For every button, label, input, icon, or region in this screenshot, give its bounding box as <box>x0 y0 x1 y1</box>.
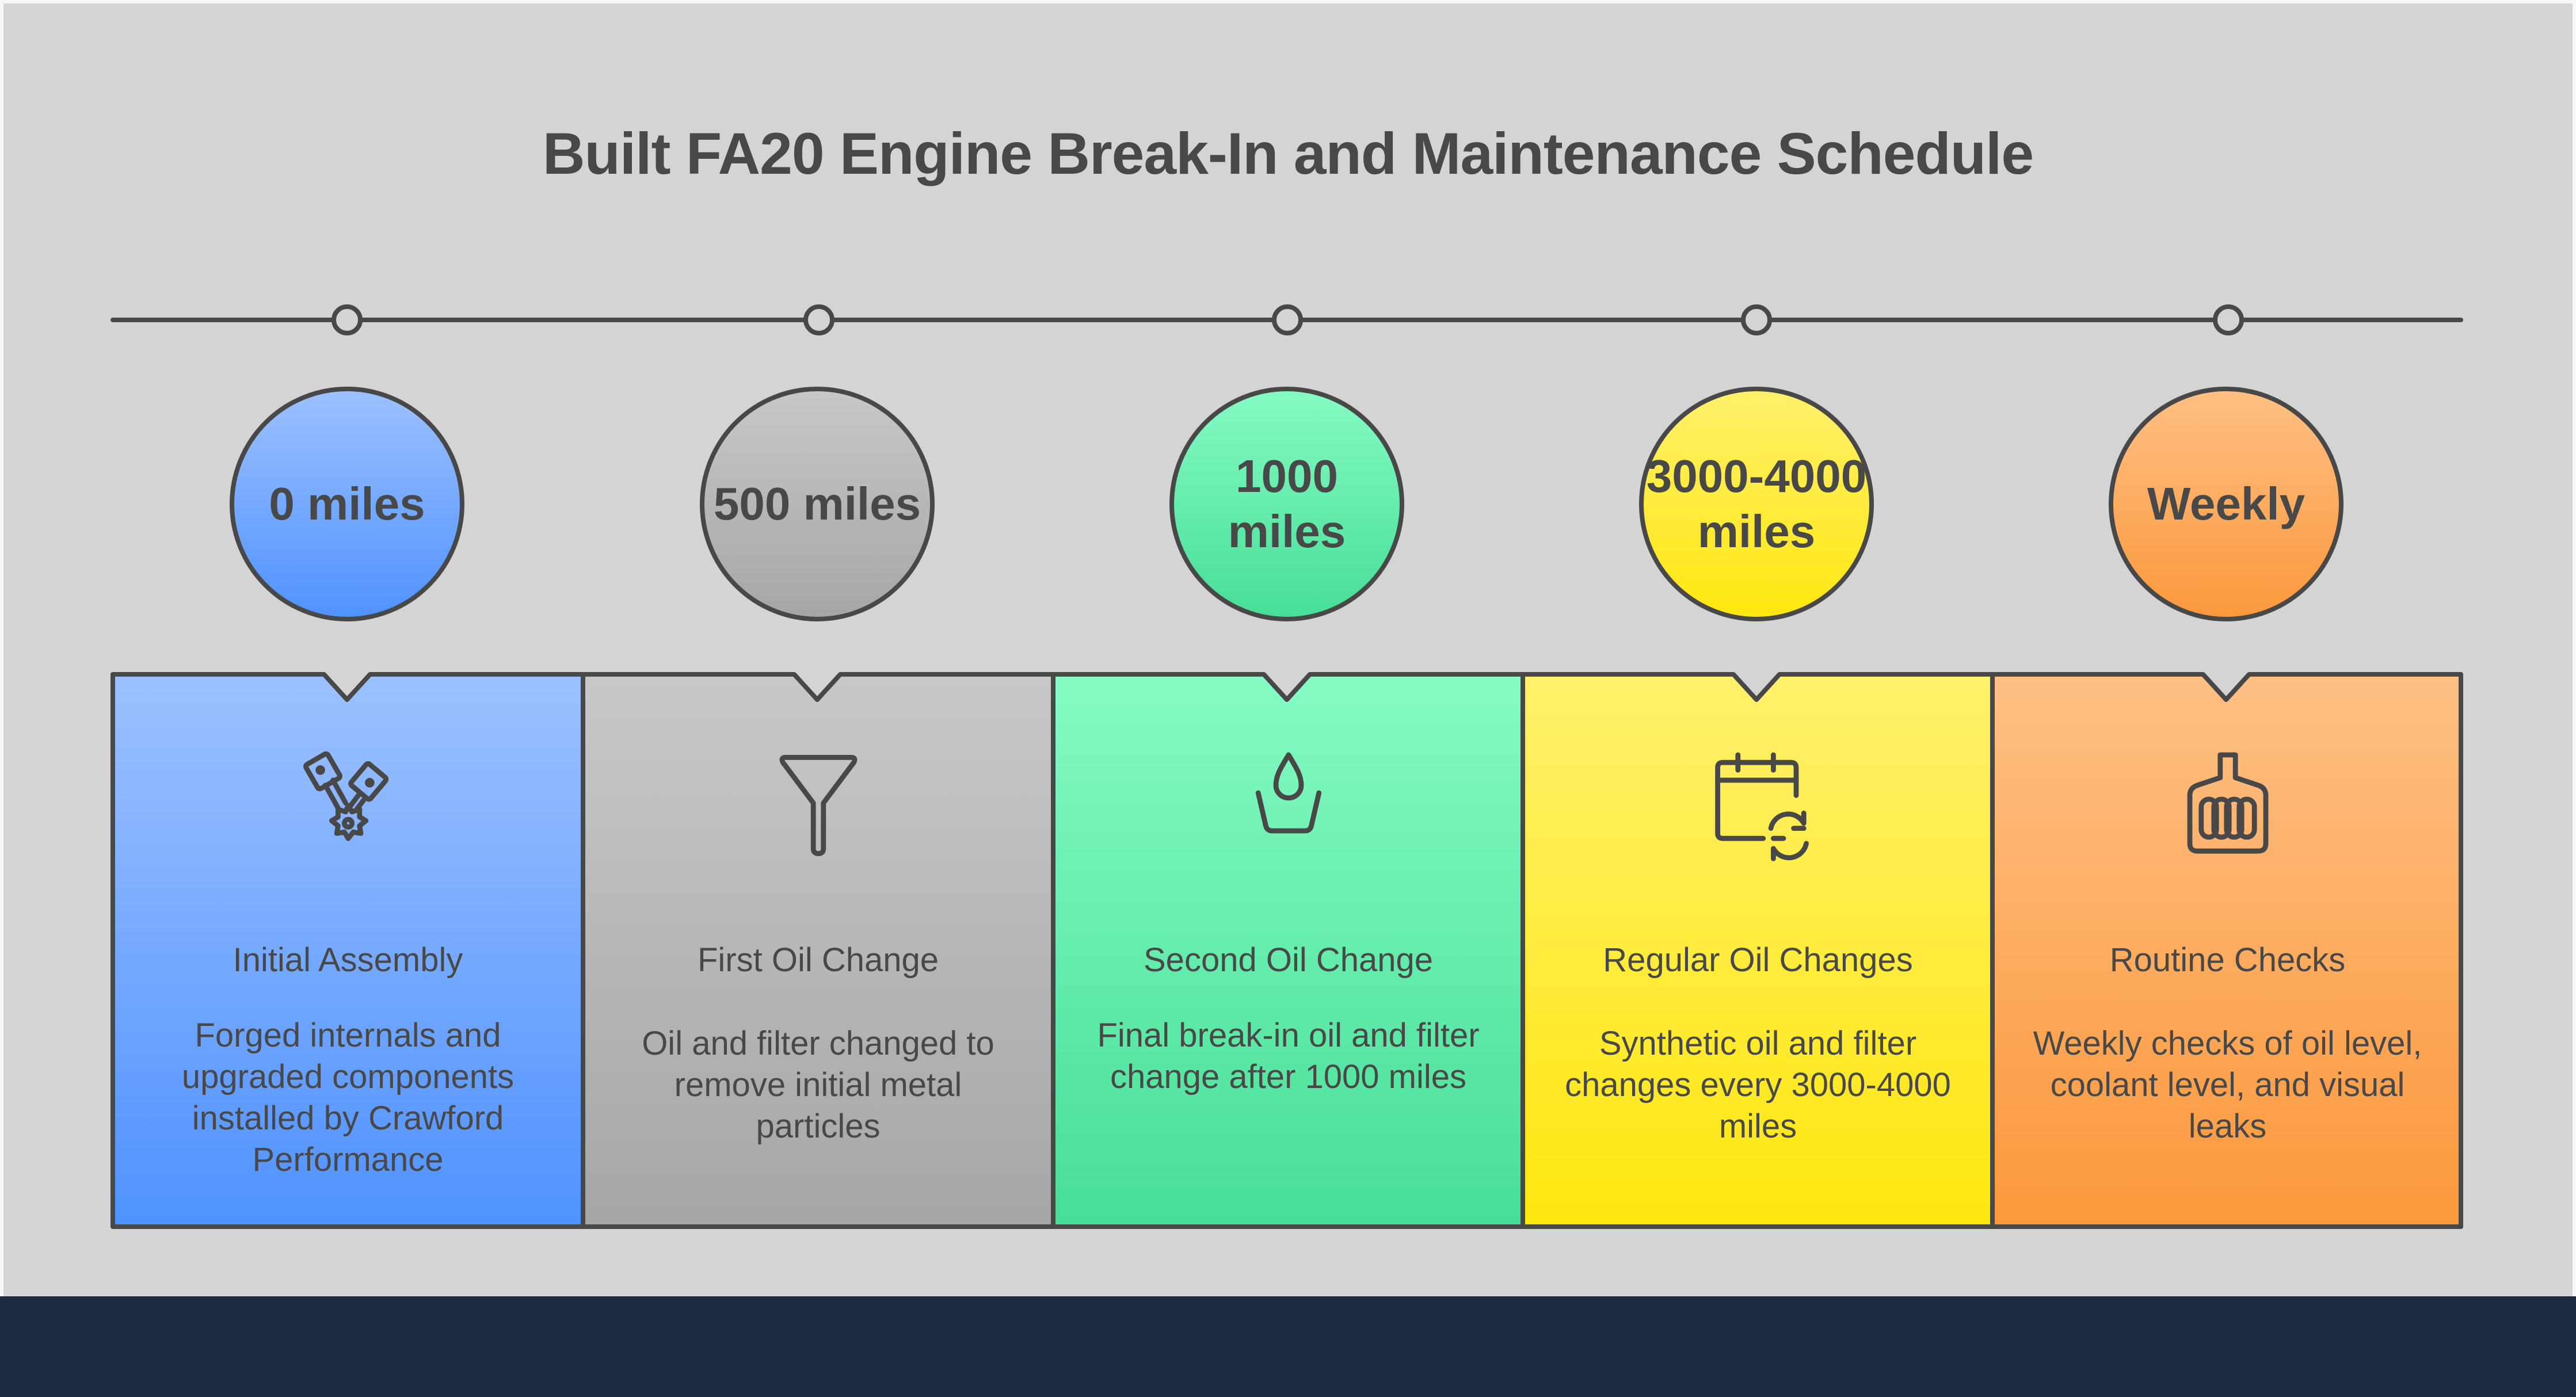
card-title: Regular Oil Changes <box>1603 941 1913 979</box>
card-title: Initial Assembly <box>233 941 463 979</box>
milestone-label: 500 miles <box>713 478 921 529</box>
card-title: Routine Checks <box>2109 941 2346 979</box>
milestone-circle-500-miles <box>700 387 935 621</box>
card-description: Synthetic oil and filter changes every 3… <box>1565 1025 1951 1145</box>
card-initial-assembly <box>110 672 585 1229</box>
milestone-label: 3000-4000 miles <box>1646 451 1867 557</box>
timeline-dots <box>331 304 2244 335</box>
card-regular-oil-changes <box>1521 672 1995 1229</box>
card-routine-checks <box>1990 672 2463 1229</box>
card-content-regular-oil-changes: Regular Oil Changes Synthetic oil and fi… <box>1523 742 1993 1226</box>
funnel-icon <box>779 755 857 856</box>
card-first-oil-change <box>581 672 1055 1229</box>
footer-bar <box>0 1296 2576 1397</box>
milestone-circle-1000-miles <box>1169 387 1404 621</box>
milestone-circle-3000-4000-miles <box>1639 387 1874 621</box>
card-description: Oil and filter changed to remove initial… <box>642 1025 994 1145</box>
radiator-icon <box>2187 752 2268 854</box>
card-second-oil-change <box>1051 672 1525 1229</box>
diagram-title: Built FA20 Engine Break-In and Maintenan… <box>542 121 2034 186</box>
milestone-circle-weekly <box>2109 387 2343 621</box>
timeline-dot <box>1741 304 1772 335</box>
timeline-dot <box>803 304 834 335</box>
card-content-initial-assembly: Initial Assembly Forged internals and up… <box>113 742 583 1226</box>
milestone-label: 0 miles <box>269 478 425 529</box>
pistons-gear-icon <box>303 751 388 841</box>
milestone-label: Weekly <box>2147 478 2306 529</box>
timeline-dot <box>331 304 363 335</box>
card-content-first-oil-change: First Oil Change Oil and filter changed … <box>583 742 1053 1226</box>
calendar-refresh-icon <box>1714 752 1809 861</box>
card-description: Forged internals and upgraded components… <box>181 1017 515 1178</box>
oil-drop-basin-icon <box>1255 752 1321 834</box>
milestone-circle-0-miles <box>230 387 464 621</box>
milestone-label: 1000 miles <box>1228 451 1346 557</box>
card-description: Weekly checks of oil level, coolant leve… <box>2033 1025 2422 1145</box>
card-content-routine-checks: Routine Checks Weekly checks of oil leve… <box>1992 742 2463 1226</box>
timeline-dot <box>1272 304 1303 335</box>
card-description: Final break-in oil and filter change aft… <box>1097 1017 1480 1096</box>
card-content-second-oil-change: Second Oil Change Final break-in oil and… <box>1053 742 1523 1226</box>
card-title: Second Oil Change <box>1144 941 1433 979</box>
card-title: First Oil Change <box>697 941 939 979</box>
timeline-dot <box>2213 304 2244 335</box>
